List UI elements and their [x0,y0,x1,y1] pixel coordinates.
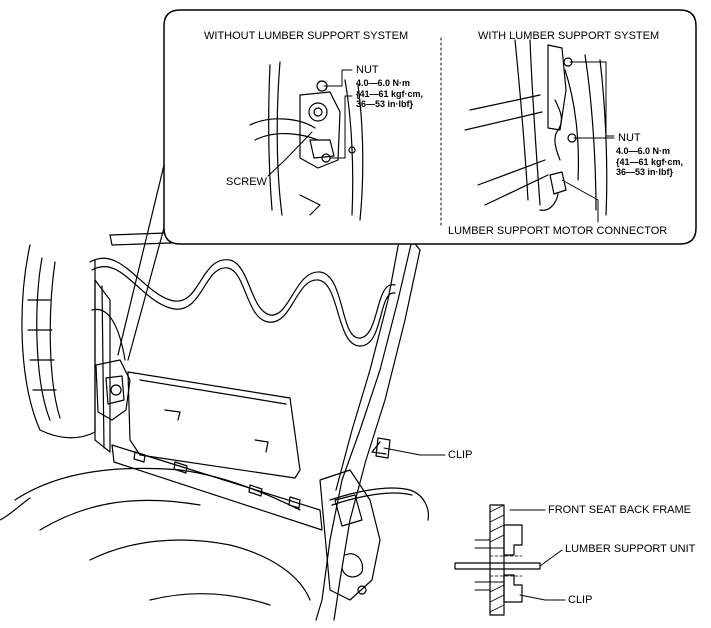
left-nut-spec-line: 4.0—6.0 N·m [356,78,411,88]
inset-right-illustration [464,39,615,223]
left-nut-spec-line: 36—53 in·lbf} [356,99,414,109]
clip-cross-section-detail [454,504,566,616]
front-seat-back-frame-label: FRONT SEAT BACK FRAME [548,504,692,516]
lumber-support-unit-label: LUMBER SUPPORT UNIT [565,543,696,555]
left-nut-label: NUT [356,64,379,76]
left-nut-torque-spec: 4.0—6.0 N·m {41—61 kgf·cm, 36—53 in·lbf} [356,78,423,110]
right-nut-torque-spec: 4.0—6.0 N·m {41—61 kgf·cm, 36—53 in·lbf} [616,146,683,178]
screw-label: SCREW [226,176,267,188]
main-clip-label: CLIP [448,449,473,461]
inset-left-title: WITHOUT LUMBER SUPPORT SYSTEM [204,30,409,42]
right-nut-label: NUT [618,132,641,144]
detail-clip-label: CLIP [568,594,593,606]
seat-frame-illustration [0,224,446,621]
right-nut-spec-line: 36—53 in·lbf} [616,167,674,177]
right-nut-spec-line: 4.0—6.0 N·m [616,146,671,156]
inset-right-title: WITH LUMBER SUPPORT SYSTEM [478,30,660,42]
left-nut-spec-line: {41—61 kgf·cm, [356,88,424,99]
inset-callout-box [163,9,697,245]
right-nut-spec-line: {41—61 kgf·cm, [616,156,684,167]
inset-left-illustration [249,61,364,221]
motor-connector-label: LUMBER SUPPORT MOTOR CONNECTOR [448,225,668,237]
